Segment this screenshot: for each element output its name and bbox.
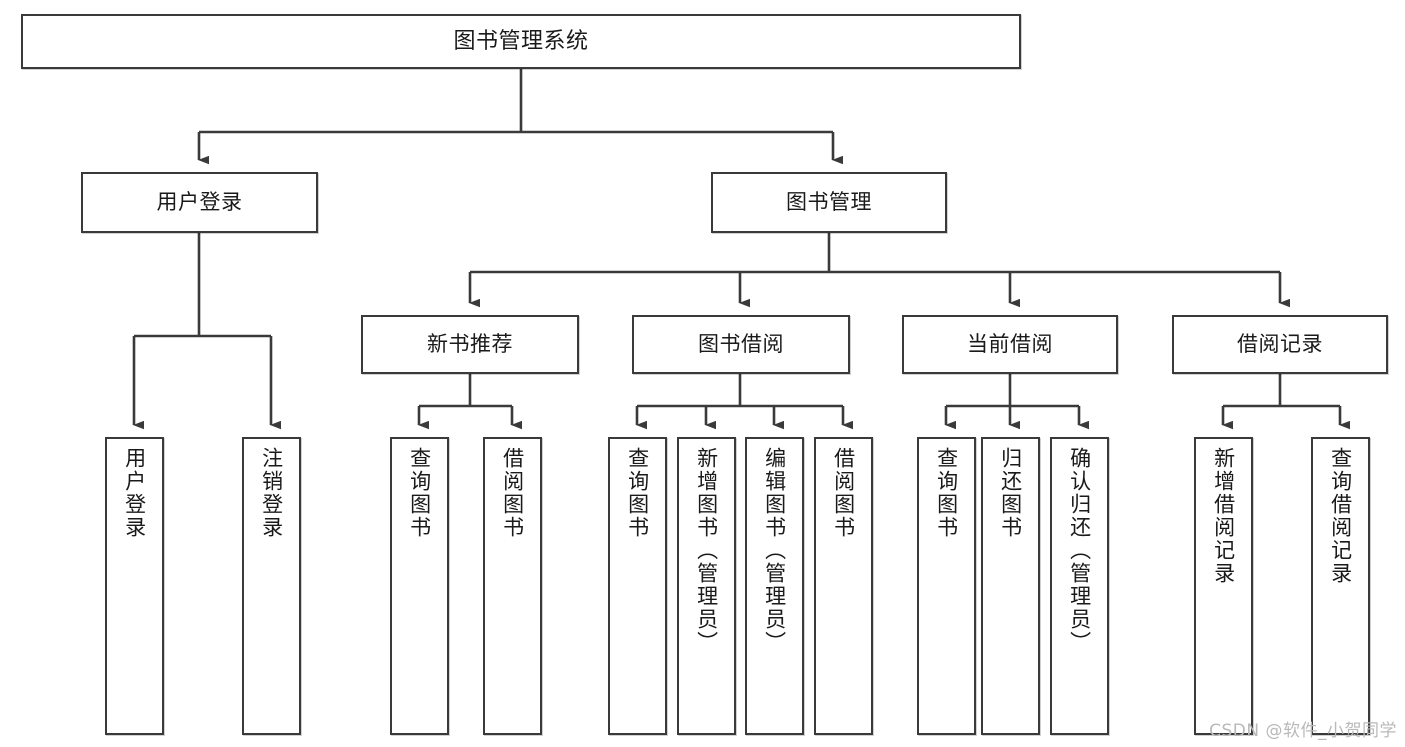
node-leaf-query-book-3-label: 查询图书	[934, 447, 959, 539]
node-user-login[interactable]: 用户登录	[81, 172, 318, 233]
node-leaf-query-book-2-label: 查询图书	[625, 447, 650, 539]
node-book-manage-label: 图书管理	[786, 190, 872, 215]
node-leaf-confirm-return[interactable]: 确认归还（管理员）	[1050, 437, 1109, 735]
node-root[interactable]: 图书管理系统	[21, 14, 1021, 69]
node-leaf-return-book[interactable]: 归还图书	[981, 437, 1040, 735]
node-leaf-query-book-2[interactable]: 查询图书	[608, 437, 667, 735]
node-leaf-borrow-book-2[interactable]: 借阅图书	[814, 437, 873, 735]
node-root-label: 图书管理系统	[453, 28, 589, 54]
node-leaf-add-book[interactable]: 新增图书（管理员）	[677, 437, 736, 735]
node-leaf-edit-book-label: 编辑图书（管理员）	[762, 447, 787, 654]
node-new-book-rec-label: 新书推荐	[427, 332, 513, 357]
node-leaf-user-login[interactable]: 用户登录	[105, 437, 164, 735]
node-leaf-borrow-book-2-label: 借阅图书	[831, 447, 856, 539]
node-leaf-logout[interactable]: 注销登录	[242, 437, 301, 735]
node-new-book-rec[interactable]: 新书推荐	[361, 315, 579, 374]
node-leaf-query-book-3[interactable]: 查询图书	[917, 437, 976, 735]
node-leaf-user-login-label: 用户登录	[122, 447, 147, 539]
node-current-borrow-label: 当前借阅	[967, 332, 1053, 357]
node-leaf-query-record[interactable]: 查询借阅记录	[1311, 437, 1370, 735]
node-leaf-query-book-1[interactable]: 查询图书	[390, 437, 449, 735]
node-book-manage[interactable]: 图书管理	[711, 172, 947, 233]
node-leaf-confirm-return-label: 确认归还（管理员）	[1067, 447, 1092, 654]
node-user-login-label: 用户登录	[156, 190, 243, 215]
node-current-borrow[interactable]: 当前借阅	[902, 315, 1118, 374]
node-leaf-borrow-book-1[interactable]: 借阅图书	[483, 437, 542, 735]
node-borrow-record[interactable]: 借阅记录	[1172, 315, 1388, 374]
node-book-borrow[interactable]: 图书借阅	[632, 315, 850, 374]
node-leaf-edit-book[interactable]: 编辑图书（管理员）	[745, 437, 804, 735]
node-leaf-logout-label: 注销登录	[259, 447, 284, 539]
node-leaf-add-book-label: 新增图书（管理员）	[694, 447, 719, 654]
node-leaf-return-book-label: 归还图书	[998, 447, 1023, 539]
node-leaf-add-record[interactable]: 新增借阅记录	[1194, 437, 1253, 735]
node-borrow-record-label: 借阅记录	[1237, 332, 1323, 357]
node-leaf-query-book-1-label: 查询图书	[407, 447, 432, 539]
node-leaf-add-record-label: 新增借阅记录	[1211, 447, 1236, 585]
node-leaf-borrow-book-1-label: 借阅图书	[500, 447, 525, 539]
node-leaf-query-record-label: 查询借阅记录	[1328, 447, 1353, 585]
node-book-borrow-label: 图书借阅	[698, 332, 784, 357]
